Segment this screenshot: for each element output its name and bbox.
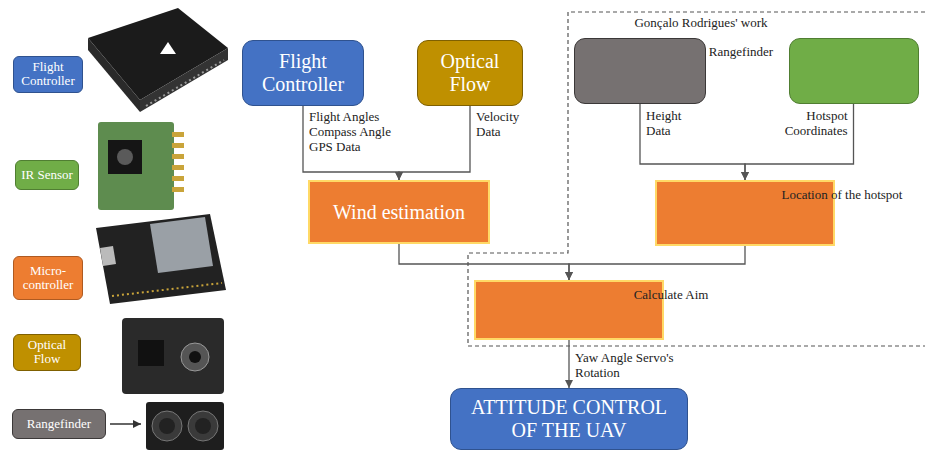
flow-connector [569, 246, 745, 280]
node-label: Optical Flow [17, 338, 77, 367]
pcb-board [122, 318, 224, 394]
pin [172, 132, 184, 137]
node-label: Rangefinder [685, 44, 797, 59]
node-label: Location of the hotspot [767, 187, 917, 202]
pointer-arrow [110, 423, 141, 425]
pin [172, 165, 184, 170]
pcb-board [146, 402, 224, 450]
node-label: Calculate Aim [586, 287, 756, 302]
ultrasonic-transducer [152, 411, 182, 441]
node-label: Optical Flow [425, 50, 515, 96]
pcb-board [98, 122, 174, 210]
work-region: Gonçalo Rodrigues' workRangefinderIR Sen… [466, 10, 925, 348]
node-label: ATTITUDE CONTROL OF THE UAV [464, 396, 674, 442]
sensor-lens [117, 149, 133, 165]
rangefinder-photo [146, 402, 224, 450]
region-heading: Gonçalo Rodrigues' work [576, 15, 826, 30]
ultrasonic-transducer [188, 411, 218, 441]
node-label: IR Sensor [21, 168, 73, 182]
device-pins [146, 60, 224, 106]
input-box: Rangefinder [574, 38, 706, 104]
node-label: Wind estimation [333, 201, 465, 224]
component-tag: Optical Flow [13, 334, 81, 371]
flow-connector [640, 104, 745, 180]
node-label: Micro- controller [18, 264, 78, 293]
pcb-board [96, 214, 226, 304]
flow-connector [568, 340, 569, 388]
node-label: Flight Controller [251, 50, 356, 96]
pin [172, 176, 184, 181]
edge-label: Yaw Angle Servo's Rotation [575, 350, 695, 380]
edge-label: Hotspot Coordinates [768, 108, 848, 138]
device-side [140, 48, 228, 112]
pin [172, 187, 184, 192]
edge-label: Height Data [646, 108, 694, 138]
flow-connector [399, 244, 569, 280]
flight-controller-photo [88, 8, 228, 112]
process-box: Calculate Aim [474, 280, 664, 340]
transducer-mesh [195, 418, 211, 434]
usb-port [100, 246, 116, 266]
sensor-chip [108, 140, 142, 174]
node-label: Rangefinder [27, 417, 91, 431]
device-side [88, 38, 140, 112]
chip [138, 340, 164, 366]
lens-center [189, 351, 201, 363]
optical-flow-photo [122, 318, 224, 394]
pin-row [112, 283, 222, 296]
dashed-outline [468, 12, 925, 346]
flow-connector [399, 106, 470, 180]
process-box: Wind estimation [308, 180, 490, 244]
flow-connector [745, 104, 854, 180]
process-box: Location of the hotspot [655, 180, 835, 246]
component-tag: Rangefinder [12, 409, 106, 439]
input-box: Optical Flow [417, 40, 523, 106]
microcontroller-photo [96, 214, 226, 304]
device-arrow-mark [160, 42, 176, 54]
component-tag: IR Sensor [15, 160, 79, 190]
input-box: Flight Controller [242, 40, 364, 106]
wireless-module [150, 217, 213, 273]
output-box: ATTITUDE CONTROL OF THE UAV [450, 388, 688, 450]
ir-sensor-photo [98, 122, 184, 210]
pin [172, 154, 184, 159]
node-label: Flight Controller [18, 60, 78, 89]
input-box: IR Sensor [789, 38, 919, 104]
transducer-mesh [159, 418, 175, 434]
camera-lens [181, 343, 209, 371]
node-label: IR Sensor [900, 44, 925, 59]
edge-label: Velocity Data [476, 109, 534, 139]
component-tag: Flight Controller [13, 56, 83, 93]
pin [172, 143, 184, 148]
edge-label: Flight Angles Compass Angle GPS Data [309, 109, 403, 154]
component-tag: Micro- controller [13, 256, 83, 300]
device-body [88, 8, 228, 100]
